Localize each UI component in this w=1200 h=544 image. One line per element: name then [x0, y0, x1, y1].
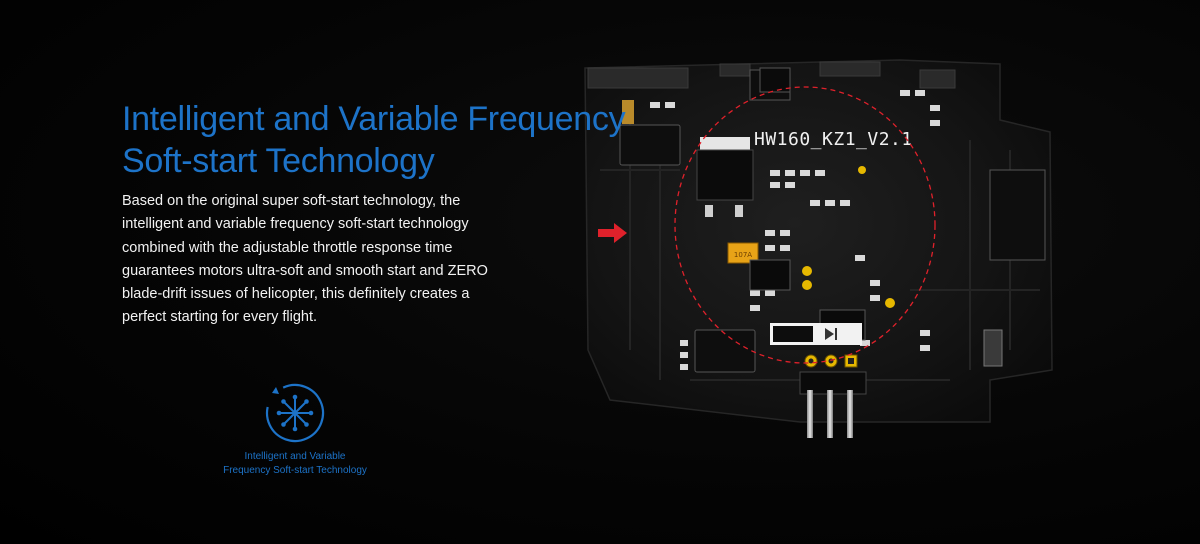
red-right-arrow-icon	[598, 223, 627, 243]
feature-title-line-2: Soft-start Technology	[122, 142, 435, 180]
feature-description: Based on the original super soft-start t…	[122, 193, 488, 326]
soft-start-snowflake-icon	[265, 383, 325, 443]
esc-circuit-board-image: 107A	[570, 50, 1070, 450]
feature-badge: Intelligent and Variable Frequency Soft-…	[200, 382, 390, 478]
board-silkscreen-label: HW160_KZ1_V2.1	[754, 129, 913, 150]
feature-badge-caption-line-2: Frequency Soft-start Technology	[223, 465, 367, 476]
feature-badge-caption-line-1: Intelligent and Variable	[244, 451, 346, 462]
feature-title: Intelligent and Variable Frequency Soft-…	[122, 98, 682, 182]
feature-title-line-1: Intelligent and Variable Frequency	[122, 100, 626, 138]
feature-badge-caption: Intelligent and Variable Frequency Soft-…	[200, 450, 390, 478]
capacitor-marking: 107A	[734, 251, 752, 259]
